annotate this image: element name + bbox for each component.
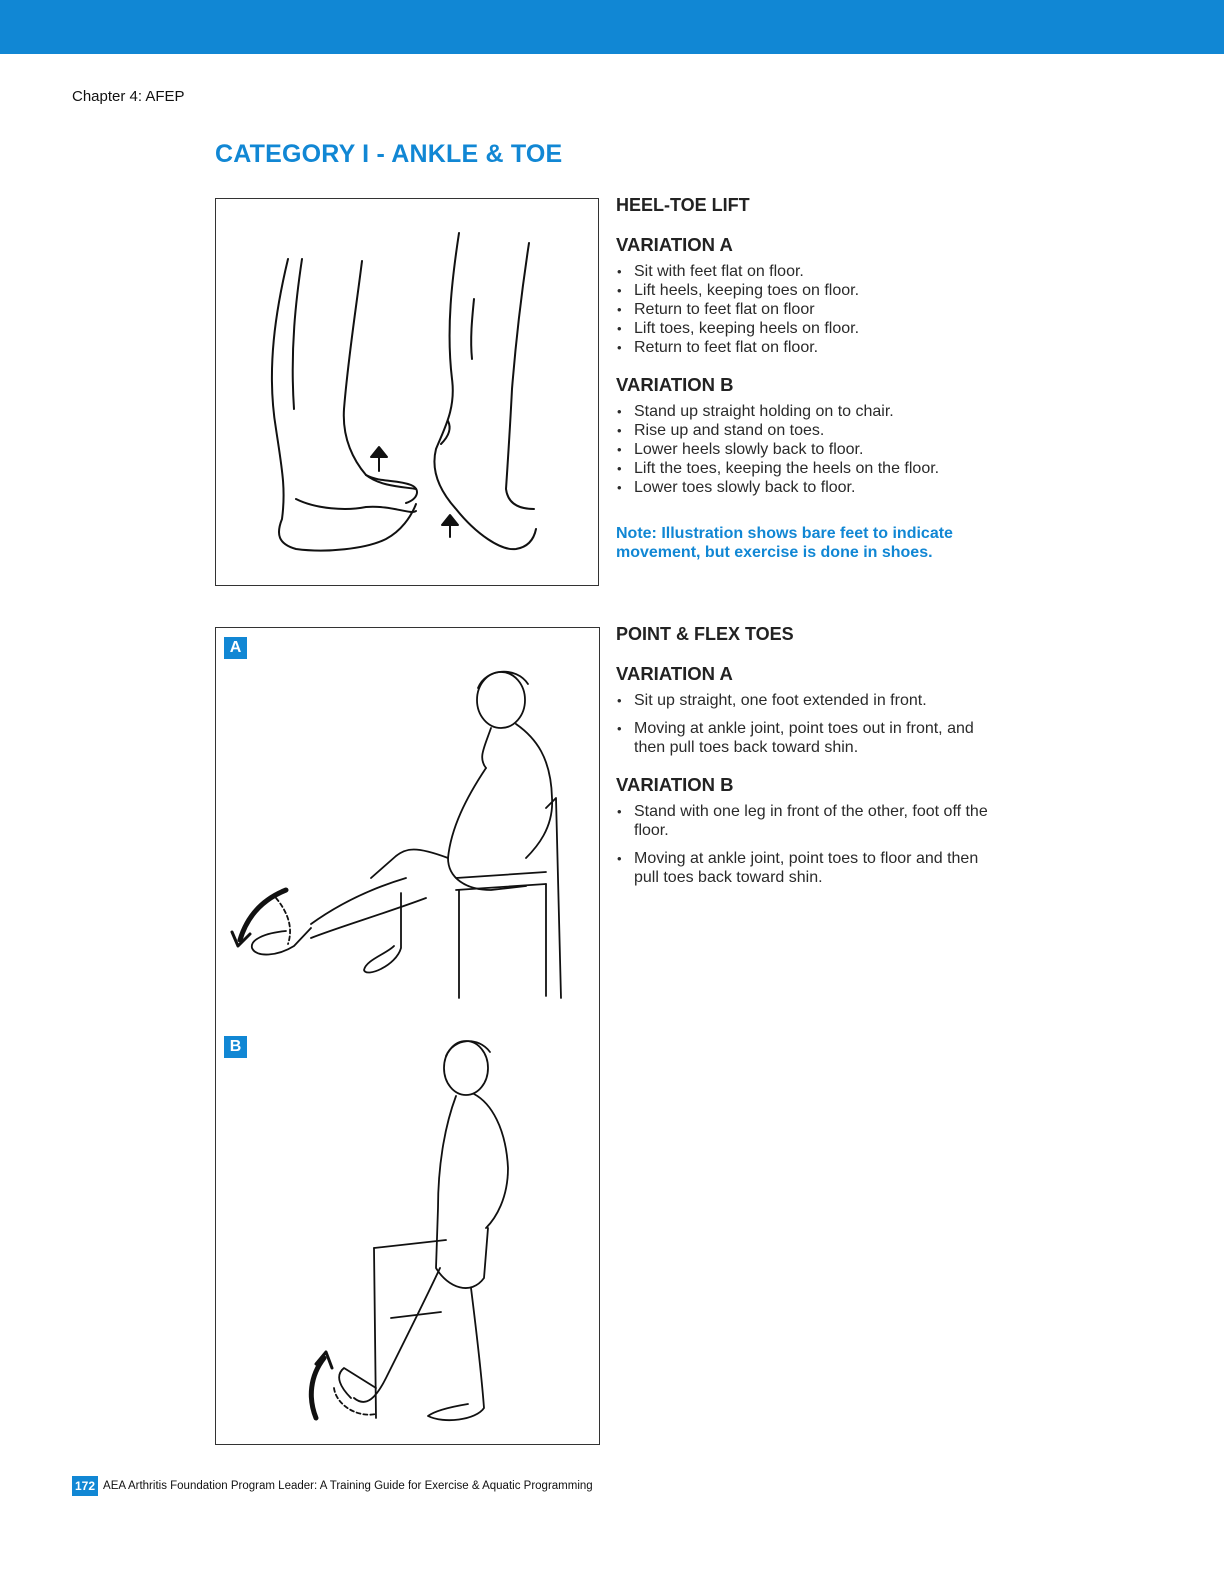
- step: Moving at ankle joint, point toes to flo…: [616, 849, 1006, 887]
- step: Return to feet flat on floor.: [616, 338, 1006, 357]
- page-footer: 172 AEA Arthritis Foundation Program Lea…: [72, 1476, 593, 1496]
- figure-label-b: B: [224, 1036, 247, 1058]
- feet-drawing: [270, 232, 537, 552]
- variation-b-steps: Stand up straight holding on to chair. R…: [616, 402, 1006, 497]
- exercise-title: HEEL-TOE LIFT: [616, 195, 750, 215]
- top-banner: [0, 0, 1224, 54]
- variation-a-steps: Sit up straight, one foot extended in fr…: [616, 691, 1006, 757]
- exercise-title: POINT & FLEX TOES: [616, 624, 794, 644]
- shoes-note: Note: Illustration shows bare feet to in…: [616, 525, 953, 561]
- step: Sit with feet flat on floor.: [616, 262, 1006, 281]
- page-number: 172: [72, 1476, 99, 1496]
- step: Lower heels slowly back to floor.: [616, 440, 1006, 459]
- variation-b-title: VARIATION B: [616, 374, 734, 395]
- variation-b-title: VARIATION B: [616, 774, 734, 795]
- step: Moving at ankle joint, point toes out in…: [616, 719, 1006, 757]
- step: Lift the toes, keeping the heels on the …: [616, 459, 1006, 478]
- step: Return to feet flat on floor: [616, 300, 1006, 319]
- step: Rise up and stand on toes.: [616, 421, 1006, 440]
- book-title: AEA Arthritis Foundation Program Leader:…: [103, 1480, 593, 1492]
- step: Lift heels, keeping toes on floor.: [616, 281, 1006, 300]
- exercise-drawing: [230, 670, 562, 1422]
- variation-a-title: VARIATION A: [616, 663, 733, 684]
- step: Lift toes, keeping heels on floor.: [616, 319, 1006, 338]
- variation-b-steps: Stand with one leg in front of the other…: [616, 802, 1006, 887]
- figure-label-a: A: [224, 637, 247, 659]
- step: Sit up straight, one foot extended in fr…: [616, 691, 1006, 710]
- step: Lower toes slowly back to floor.: [616, 478, 1006, 497]
- point-flex-toes-section: POINT & FLEX TOES VARIATION A Sit up str…: [616, 624, 1006, 887]
- chapter-header: Chapter 4: AFEP: [72, 88, 185, 105]
- heel-toe-lift-illustration: [215, 198, 599, 586]
- step: Stand with one leg in front of the other…: [616, 802, 1006, 840]
- category-title: CATEGORY I - ANKLE & TOE: [215, 140, 563, 168]
- heel-toe-lift-section: HEEL-TOE LIFT VARIATION A Sit with feet …: [616, 195, 1006, 562]
- step: Stand up straight holding on to chair.: [616, 402, 1006, 421]
- variation-a-steps: Sit with feet flat on floor. Lift heels,…: [616, 262, 1006, 357]
- variation-a-title: VARIATION A: [616, 234, 733, 255]
- point-flex-toes-illustration: A B: [215, 627, 600, 1445]
